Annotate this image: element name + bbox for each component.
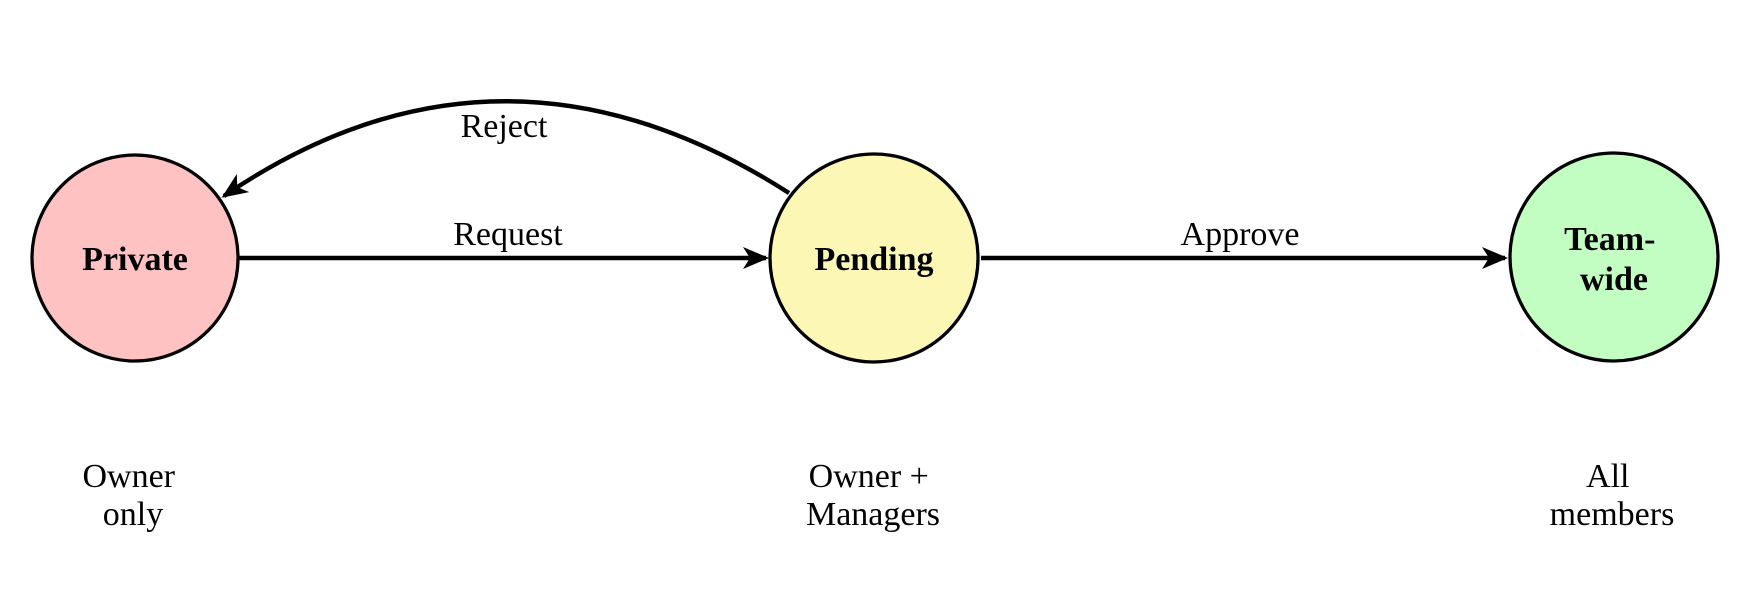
- private-circle: [30, 153, 240, 363]
- teamwide-circle: [1508, 151, 1720, 363]
- reject-edge-label: Reject: [461, 108, 548, 145]
- private-label: Private: [82, 241, 188, 278]
- state-node-teamwide: Team- wide All members: [1508, 151, 1720, 533]
- request-edge-label: Request: [453, 216, 563, 253]
- teamwide-label: Team- wide: [1564, 221, 1664, 298]
- approve-edge-label: Approve: [1181, 216, 1300, 253]
- pending-caption: Owner + Managers: [806, 458, 940, 533]
- pending-circle: [768, 152, 980, 364]
- pending-label: Pending: [814, 241, 933, 278]
- private-caption: Owner only: [82, 458, 183, 533]
- state-node-pending: Pending Owner + Managers: [768, 152, 980, 533]
- state-node-private: Private Owner only: [30, 153, 240, 533]
- teamwide-caption: All members: [1550, 458, 1675, 533]
- reject-arrow: [221, 99, 791, 198]
